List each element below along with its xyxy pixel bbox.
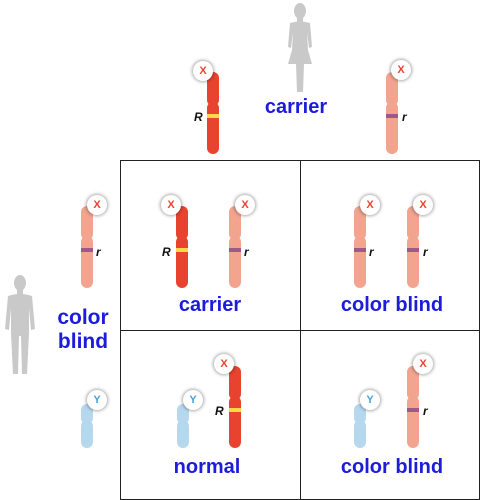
mother-x-badge-2: X: [391, 60, 411, 80]
father-x-badge: X: [87, 195, 107, 215]
cell4-x-badge: X: [413, 354, 433, 374]
cell2-x-chromosome-recessive-2: [407, 206, 419, 288]
mother-phenotype-label: carrier: [264, 96, 328, 118]
mother-x-chromosome-recessive: [386, 72, 398, 154]
cell3-y-badge: Y: [183, 390, 203, 410]
cell3-phenotype-label: normal: [173, 456, 241, 478]
male-silhouette-icon: [5, 275, 35, 374]
cell1-allele-1: R: [162, 245, 171, 259]
mother-allele-1: R: [194, 110, 203, 124]
father-y-badge: Y: [87, 390, 107, 410]
father-y-chromosome: [81, 404, 93, 448]
cell3-x-chromosome-dominant: [229, 366, 241, 448]
cell1-x-badge-2: X: [235, 195, 255, 215]
cell2-x-chromosome-recessive-1: [354, 206, 366, 288]
father-allele-x: r: [96, 245, 101, 259]
cell1-phenotype-label: carrier: [178, 294, 242, 316]
cell1-allele-2: r: [244, 245, 249, 259]
cell2-x-badge-1: X: [360, 195, 380, 215]
cell2-phenotype-label: color blind: [340, 294, 444, 316]
cell3-y-chromosome: [177, 404, 189, 448]
mother-x-chromosome-dominant: [207, 72, 219, 154]
cell1-x-badge-1: X: [161, 195, 181, 215]
cell3-x-badge: X: [214, 354, 234, 374]
cell2-allele-2: r: [423, 245, 428, 259]
mother-x-badge-1: X: [193, 61, 213, 81]
father-x-chromosome-recessive: [81, 206, 93, 288]
mother-allele-2: r: [402, 110, 407, 124]
cell2-x-badge-2: X: [413, 195, 433, 215]
cell4-phenotype-label: color blind: [340, 456, 444, 478]
cell2-allele-1: r: [369, 245, 374, 259]
cell1-x-chromosome-dominant: [176, 206, 188, 288]
cell4-y-chromosome: [354, 404, 366, 448]
cell4-y-badge: Y: [360, 390, 380, 410]
cell4-x-chromosome-recessive: [407, 366, 419, 448]
cell4-allele: r: [423, 404, 428, 418]
father-phenotype-label: color blind: [57, 306, 109, 353]
cell1-x-chromosome-recessive: [229, 206, 241, 288]
female-silhouette-icon: [288, 3, 312, 92]
cell3-allele: R: [215, 404, 224, 418]
